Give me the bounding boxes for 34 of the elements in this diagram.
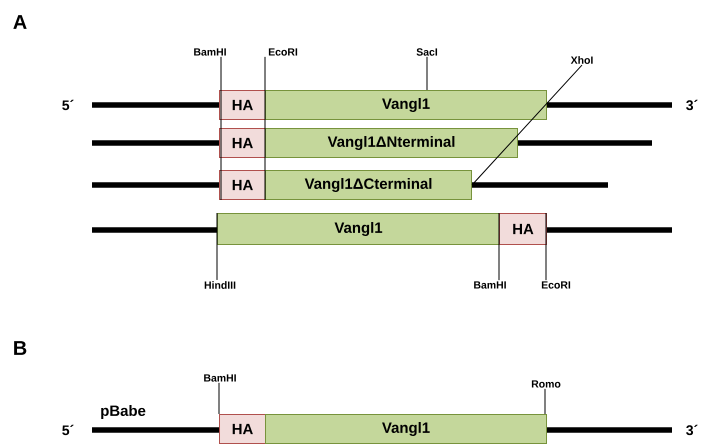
end-label: 5´ bbox=[62, 100, 74, 110]
gene-box: Vangl1ΔNterminal bbox=[265, 128, 518, 158]
panel-label: A bbox=[13, 15, 27, 29]
gene-box: Vangl1 bbox=[265, 90, 547, 120]
site-label: BamHI bbox=[194, 48, 226, 56]
tag-box: HA bbox=[219, 90, 266, 120]
leader-line bbox=[218, 382, 220, 414]
tag-box: HA bbox=[219, 128, 266, 158]
tag-box: HA bbox=[219, 170, 266, 200]
end-label: 3´ bbox=[686, 100, 698, 110]
leader-line bbox=[544, 388, 546, 414]
leader-line bbox=[264, 56, 266, 200]
gene-box: Vangl1 bbox=[217, 212, 500, 245]
site-label: BamHI bbox=[204, 374, 236, 382]
leader-line bbox=[426, 56, 428, 90]
site-label: BamHI bbox=[474, 281, 506, 289]
leader-line bbox=[220, 56, 222, 200]
tag-box: HA bbox=[499, 212, 547, 245]
vector-label: pBabe bbox=[101, 405, 146, 419]
site-label: Romo bbox=[532, 380, 560, 388]
gene-box: Vangl1ΔCterminal bbox=[265, 170, 472, 200]
end-label: 5´ bbox=[62, 424, 74, 436]
site-label: HindIII bbox=[204, 281, 236, 289]
site-label: XhoI bbox=[570, 56, 593, 64]
site-label: EcoRI bbox=[268, 48, 298, 56]
site-label: EcoRI bbox=[542, 281, 570, 289]
leader-line bbox=[498, 212, 500, 281]
site-label: SacI bbox=[416, 48, 438, 56]
panel-label: B bbox=[14, 341, 26, 355]
tag-box: HA bbox=[219, 414, 266, 444]
leader-line bbox=[216, 212, 218, 280]
gene-box: Vangl1 bbox=[265, 414, 547, 444]
leader-line bbox=[472, 64, 582, 186]
end-label: 3´ bbox=[686, 424, 698, 436]
